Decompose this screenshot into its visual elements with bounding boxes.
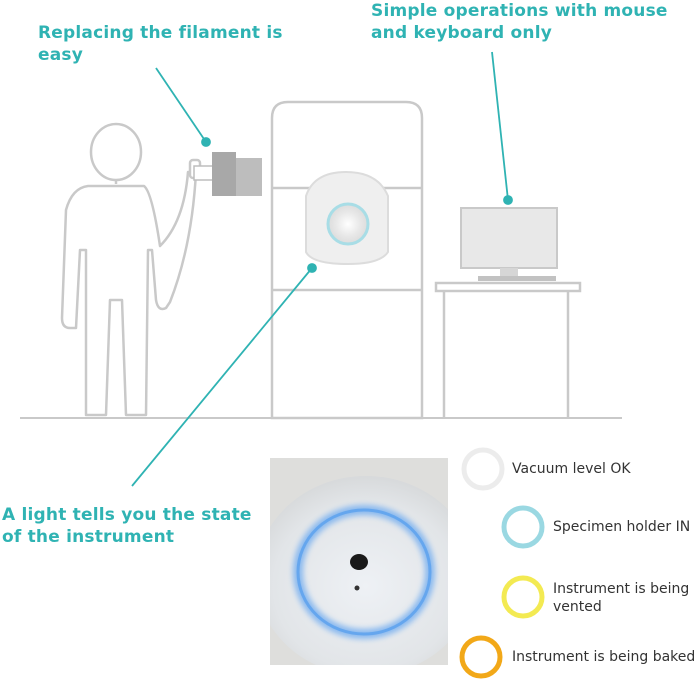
- vacuum-ok-ring: [461, 447, 505, 491]
- specimen-holder-ring: [501, 505, 545, 549]
- callout-lines: [131, 51, 513, 487]
- baked-ring: [459, 635, 503, 679]
- vented-ring: [501, 575, 545, 619]
- legend-label-specimen: Specimen holder IN: [553, 519, 691, 535]
- desk: [434, 281, 582, 418]
- legend-label-vented: Instrument is being vented: [553, 581, 690, 615]
- computer-monitor: [460, 207, 558, 281]
- light-callout: A light tells you the state of the instr…: [2, 505, 252, 547]
- instrument-cabinet: [270, 100, 424, 420]
- legend-label-vacuum: Vacuum level OK: [512, 461, 631, 477]
- status-light-photo: [270, 458, 448, 665]
- legend-rings: [459, 447, 545, 679]
- status-light-photo-art: [270, 458, 448, 665]
- legend-label-baked: Instrument is being baked: [512, 649, 696, 665]
- status-light-ring: [326, 202, 370, 246]
- filament-cartridge: [193, 152, 262, 196]
- filament-callout: Replacing the filament is easy: [38, 23, 283, 65]
- operations-callout: Simple operations with mouse and keyboar…: [371, 1, 668, 43]
- person-figure: [60, 122, 202, 417]
